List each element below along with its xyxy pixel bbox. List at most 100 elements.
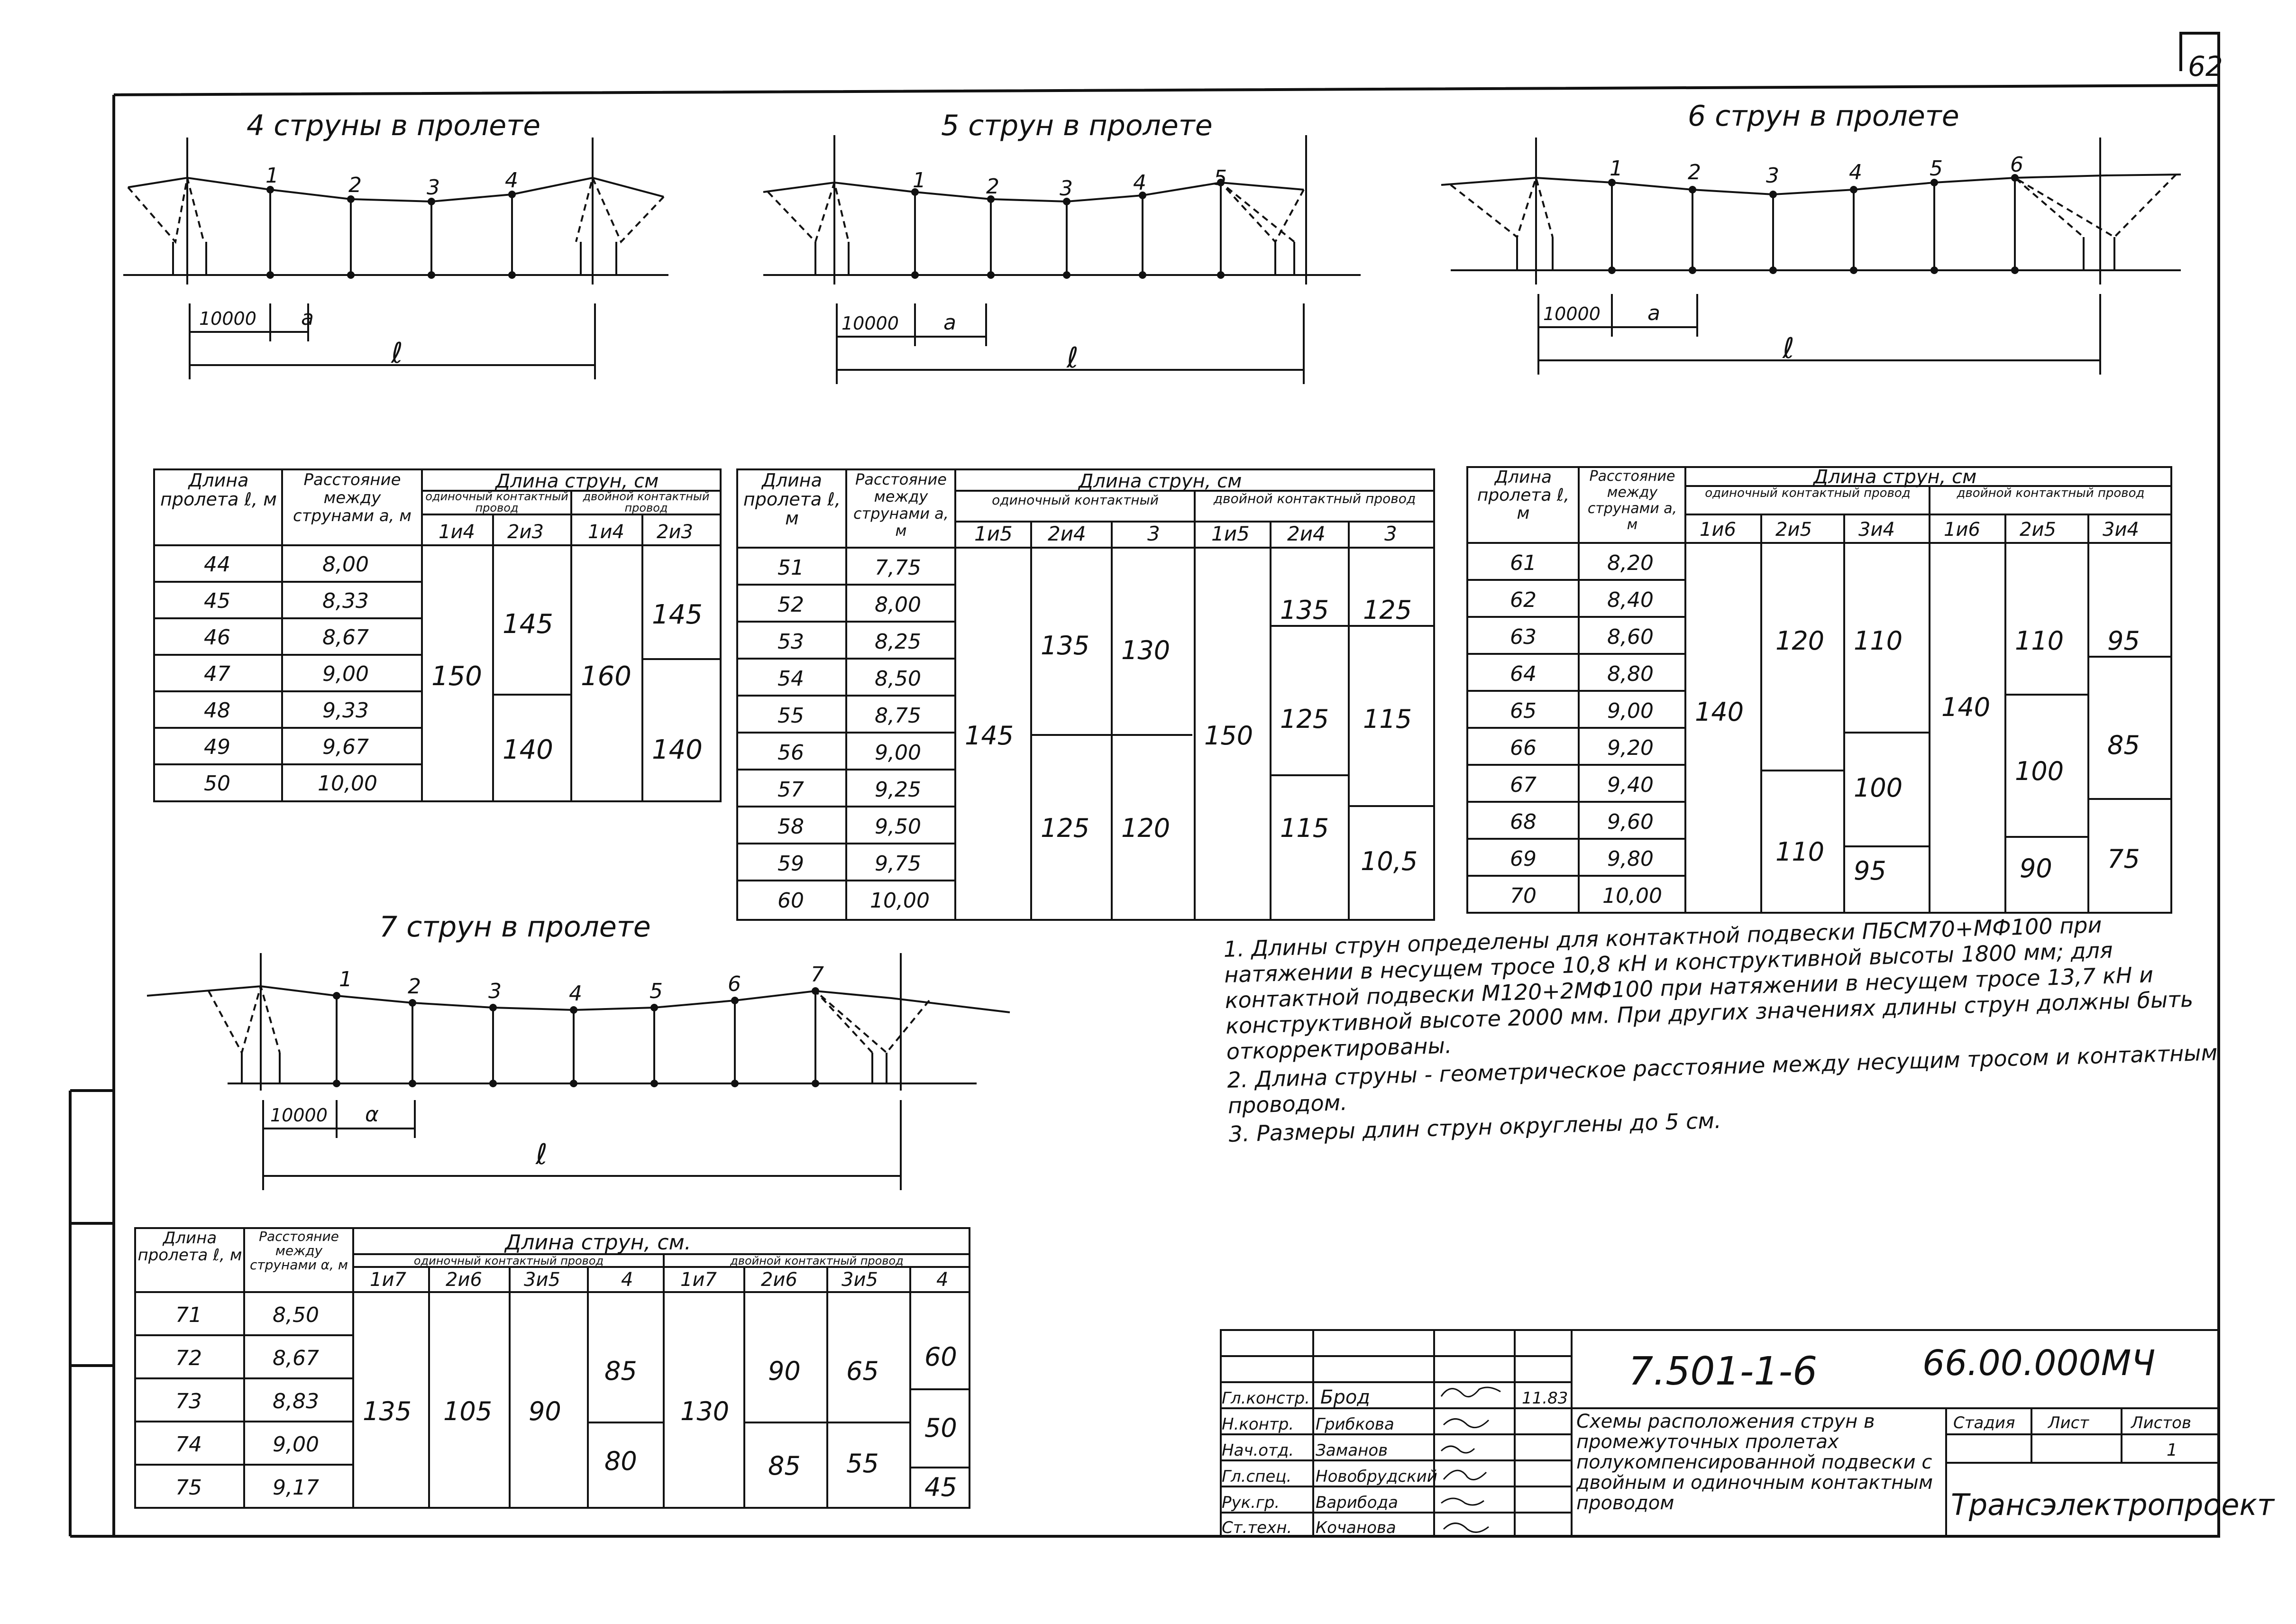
- stage-label: Стадия: [1953, 1413, 2015, 1432]
- string-label-1: 1: [265, 164, 279, 188]
- dim-a: a: [301, 306, 314, 330]
- value-cell: 10,5: [1361, 846, 1418, 876]
- title-block: 7.501-1-6 66.00.000МЧ Гл.констр. Н.контр…: [1220, 1329, 2275, 1537]
- string-label-1: 1: [1610, 156, 1623, 181]
- value-cell: 90: [768, 1356, 801, 1386]
- span-cell: 53: [778, 630, 804, 654]
- dist-cell: 9,40: [1607, 773, 1654, 797]
- header-string-spacing: Расстояние между струнами a, м: [293, 471, 412, 525]
- string-label-3: 3: [488, 979, 502, 1003]
- value-cell: 135: [1041, 631, 1089, 661]
- dim-span: ℓ: [1066, 341, 1079, 375]
- span-cell: 56: [778, 741, 804, 765]
- value-cell: 150: [431, 661, 482, 692]
- dim-span: ℓ: [1782, 332, 1794, 365]
- span-cell: 63: [1510, 625, 1537, 649]
- value-cell: 135: [363, 1396, 412, 1426]
- value-cell: 145: [965, 721, 1014, 751]
- group-single-wire: одиночный контактный: [992, 493, 1159, 508]
- sub-col-1: 1и5: [974, 522, 1013, 545]
- span-cell: 51: [778, 556, 804, 580]
- sub-col-8: 4: [936, 1269, 948, 1291]
- span-cell: 47: [204, 662, 230, 686]
- value-cell: 85: [604, 1356, 637, 1386]
- string-label-4: 4: [1849, 160, 1862, 184]
- diagram-title: 7 струн в пролете: [379, 910, 651, 944]
- value-cell: 50: [924, 1413, 957, 1443]
- dim-10000: 10000: [199, 308, 256, 329]
- diagram-title: 6 струн в пролете: [1688, 100, 1959, 133]
- value-cell: 160: [581, 661, 631, 692]
- sub-col-5: 1и7: [680, 1269, 717, 1291]
- string-label-1: 1: [339, 967, 352, 991]
- name-label: Кочанова: [1316, 1518, 1396, 1537]
- span-cell: 71: [175, 1303, 202, 1327]
- dist-cell: 8,67: [273, 1346, 319, 1370]
- value-cell: 115: [1280, 813, 1329, 843]
- name-label: Новобрудский: [1316, 1467, 1437, 1486]
- sub-col-6: 3и4: [2103, 519, 2139, 541]
- value-cell: 110: [1854, 626, 1903, 656]
- sub-col-2: 2и4: [1048, 522, 1086, 545]
- dim-span: ℓ: [391, 337, 403, 370]
- dist-cell: 8,33: [322, 589, 369, 613]
- span-cell: 46: [204, 625, 230, 650]
- span-cell: 72: [175, 1346, 202, 1370]
- value-cell: 150: [1204, 721, 1253, 751]
- string-label-5: 5: [649, 979, 663, 1003]
- sub-col-6: 2и6: [761, 1269, 797, 1291]
- dist-cell: 8,20: [1607, 551, 1654, 575]
- value-cell: 140: [503, 734, 553, 765]
- value-cell: 120: [1775, 626, 1824, 656]
- string-label-6: 6: [728, 972, 741, 996]
- string-label-5: 5: [1930, 156, 1943, 181]
- sub-col-3: 1и4: [588, 521, 624, 543]
- dist-cell: 9,20: [1607, 736, 1654, 760]
- sub-col-1: 1и7: [370, 1269, 406, 1291]
- value-cell: 90: [2020, 853, 2052, 883]
- span-cell: 44: [204, 552, 230, 577]
- role-label: Нач.отд.: [1222, 1441, 1294, 1460]
- span-cell: 59: [778, 852, 804, 876]
- value-cell: 85: [768, 1451, 801, 1481]
- group-double-wire: двойной контактный провод: [730, 1255, 904, 1267]
- dist-cell: 9,17: [273, 1476, 319, 1500]
- value-cell: 55: [846, 1449, 879, 1478]
- header-string-spacing: Расстояние между струнами α, м: [249, 1229, 348, 1273]
- role-label: Рук.гр.: [1222, 1493, 1280, 1512]
- span-cell: 58: [778, 815, 804, 839]
- role-label: Н.контр.: [1222, 1415, 1294, 1434]
- span-cell: 57: [778, 778, 804, 802]
- group-double-wire: двойной контактный провод: [1957, 487, 2145, 500]
- string-label-1: 1: [913, 168, 926, 193]
- header-string-spacing: Расстояние между струнами a, м: [1587, 468, 1677, 533]
- name-label: Варибода: [1316, 1493, 1398, 1512]
- dist-cell: 10,00: [318, 771, 377, 796]
- dist-cell: 8,40: [1607, 588, 1654, 612]
- span-cell: 55: [778, 704, 804, 728]
- header-span-length: Длина пролета ℓ, м: [1477, 468, 1570, 523]
- span-cell: 65: [1510, 699, 1537, 723]
- dist-cell: 8,83: [273, 1389, 319, 1413]
- role-label: Гл.спец.: [1222, 1467, 1291, 1486]
- sub-col-3: 3и5: [524, 1269, 560, 1291]
- value-cell: 105: [443, 1396, 492, 1426]
- value-cell: 115: [1363, 704, 1412, 734]
- sub-col-2: 2и3: [507, 521, 544, 543]
- span-cell: 70: [1510, 884, 1537, 908]
- value-cell: 140: [1695, 697, 1744, 727]
- sheets-label: Листов: [2130, 1413, 2191, 1432]
- dim-10000: 10000: [270, 1105, 328, 1126]
- dist-cell: 9,00: [1607, 699, 1654, 723]
- date-label: 11.83: [1522, 1389, 1568, 1408]
- span-cell: 61: [1510, 551, 1537, 575]
- header-span-length: Длина пролета ℓ, м: [160, 471, 277, 510]
- sub-col-2: 2и6: [446, 1269, 482, 1291]
- span-cell: 50: [204, 771, 230, 796]
- sub-col-3: 3: [1147, 522, 1160, 545]
- string-label-2: 2: [348, 173, 362, 197]
- span-cell: 52: [778, 593, 804, 617]
- dist-cell: 10,00: [1602, 884, 1662, 908]
- value-cell: 45: [924, 1472, 957, 1502]
